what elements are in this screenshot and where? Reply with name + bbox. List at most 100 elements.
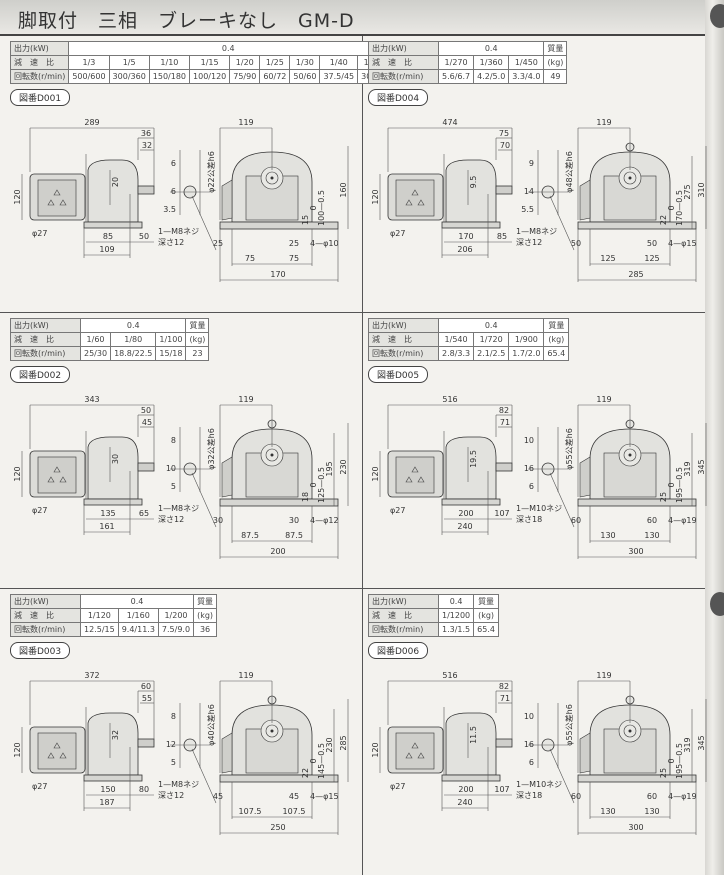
- dimension-k1: 6: [171, 159, 176, 168]
- dimension-bt: 25: [659, 492, 668, 502]
- page-header: 脚取付 三相 ブレーキなし GM-D: [0, 0, 705, 36]
- dimension-tap2: 深さ12: [158, 238, 184, 247]
- speed-cell: 2.8/3.3: [437, 346, 475, 361]
- speed-cell: 25/30: [79, 346, 112, 361]
- ratio-header: 減 速 比: [9, 55, 70, 70]
- dimension-w: 119: [596, 118, 611, 127]
- dimension-hole: 4—φ12: [310, 516, 339, 525]
- dimension-f2: 25: [289, 239, 299, 248]
- dimension-p2: 75: [289, 254, 299, 263]
- dimension-b2: 65: [139, 509, 149, 518]
- dimension-W: 300: [628, 823, 643, 832]
- ratio-header: 減 速 比: [368, 55, 439, 70]
- dimension-k2: 10: [166, 464, 176, 473]
- dimension-sd: φ40公差h6: [206, 704, 216, 746]
- mass-unit: (kg): [193, 608, 218, 623]
- dimension-bt: 15: [301, 215, 310, 225]
- speed-header: 回転数(r/min): [368, 622, 439, 637]
- dimension-W: 170: [270, 270, 285, 279]
- page-title: 脚取付 三相 ブレーキなし GM-D: [18, 10, 355, 32]
- output-value: 0.4: [79, 318, 187, 333]
- dimension-b2: 80: [139, 785, 149, 794]
- dimension-p2: 107.5: [283, 807, 306, 816]
- dimension-b3: 240: [457, 798, 472, 807]
- fan-logo-icon: [405, 189, 425, 206]
- dimension-k2: 16: [524, 740, 534, 749]
- speed-cell: 37.5/45: [319, 69, 359, 84]
- dimension-f1: 45: [213, 792, 223, 801]
- dimension-p2: 130: [644, 807, 659, 816]
- column-divider: [362, 36, 363, 875]
- dimension-h: 120: [13, 189, 22, 204]
- speed-cell: 2.1/2.5: [473, 346, 510, 361]
- ratio-cell: 1/60: [79, 332, 112, 347]
- ratio-cell: 1/80: [110, 332, 157, 347]
- dimension-f1: 25: [213, 239, 223, 248]
- dimension-tol: 0: [667, 482, 676, 487]
- dimension-p1: 130: [600, 807, 615, 816]
- dimension-bt: 22: [301, 768, 310, 778]
- dimension-k3: 3.5: [163, 205, 176, 214]
- speed-header: 回転数(r/min): [9, 69, 70, 84]
- speed-cell: 500/600: [68, 69, 110, 84]
- speed-cell: 12.5/15: [80, 622, 119, 637]
- figure-number-badge: 図番D003: [10, 642, 71, 659]
- dimension-f2: 50: [647, 239, 657, 248]
- dimension-c: 32: [111, 730, 120, 740]
- dimension-sd: φ32公差h6: [206, 428, 216, 470]
- dimension-b3: 187: [99, 798, 114, 807]
- dimension-H: 230: [339, 459, 348, 474]
- dimension-b1: 85: [103, 232, 113, 241]
- ratio-cell: 1/540: [437, 332, 475, 347]
- output-header: 出力(kW): [9, 41, 70, 56]
- fan-logo-icon: [47, 742, 67, 759]
- dimension-f1: 50: [571, 239, 581, 248]
- figure-number-badge: 図番D006: [368, 642, 429, 659]
- speed-header: 回転数(r/min): [368, 346, 439, 361]
- dimension-b2: 85: [497, 232, 507, 241]
- dimension-w: 119: [596, 671, 611, 680]
- mass-header: 質量: [543, 41, 568, 56]
- dimension-tap2: 深さ18: [516, 515, 542, 524]
- dimension-k2: 6: [171, 187, 176, 196]
- dimension-p2: 130: [644, 531, 659, 540]
- dimension-b2: 50: [139, 232, 149, 241]
- speed-cell: 9.4/11.3: [117, 622, 159, 637]
- output-header: 出力(kW): [10, 594, 81, 609]
- dimension-H2: 275: [683, 184, 692, 199]
- dimension-a1: 36: [141, 129, 151, 138]
- dimension-f1: 30: [213, 516, 223, 525]
- ratio-header: 減 速 比: [368, 608, 439, 623]
- speed-cell: 3.3/4.0: [508, 69, 545, 84]
- dimension-H2: 319: [683, 461, 692, 476]
- figure-number-badge: 図番D002: [10, 366, 71, 383]
- dimension-f1: 60: [571, 516, 581, 525]
- output-value: 0.4: [437, 318, 545, 333]
- dimension-md: φ27: [390, 782, 405, 791]
- dimension-tap2: 深さ12: [158, 515, 184, 524]
- mass-unit: (kg): [185, 332, 210, 347]
- dimension-k2: 16: [524, 464, 534, 473]
- dimension-c: 19.5: [469, 450, 478, 468]
- dimension-sd: φ55公差h6: [564, 428, 574, 470]
- speed-cell: 7.5/9.0: [157, 622, 195, 637]
- output-value: 0.4: [79, 594, 195, 609]
- dimension-b1: 200: [458, 785, 473, 794]
- dimension-W: 300: [628, 547, 643, 556]
- dimension-k1: 10: [524, 436, 534, 445]
- dimension-b1: 170: [458, 232, 473, 241]
